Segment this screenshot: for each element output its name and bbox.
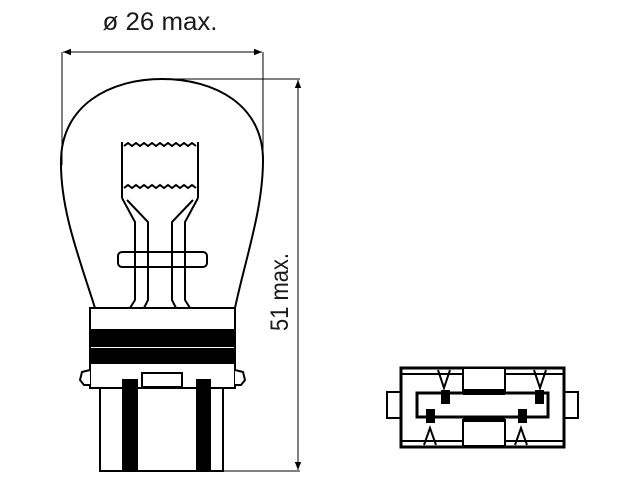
diameter-label: ø 26 max. — [103, 8, 218, 36]
bulb-glass — [59, 77, 265, 309]
diameter-dimension — [61, 48, 264, 165]
filament — [117, 141, 208, 309]
connector-view — [386, 366, 579, 449]
height-label: 51 max. — [266, 253, 294, 331]
bulb-base — [78, 307, 247, 472]
height-dimension — [175, 78, 302, 472]
